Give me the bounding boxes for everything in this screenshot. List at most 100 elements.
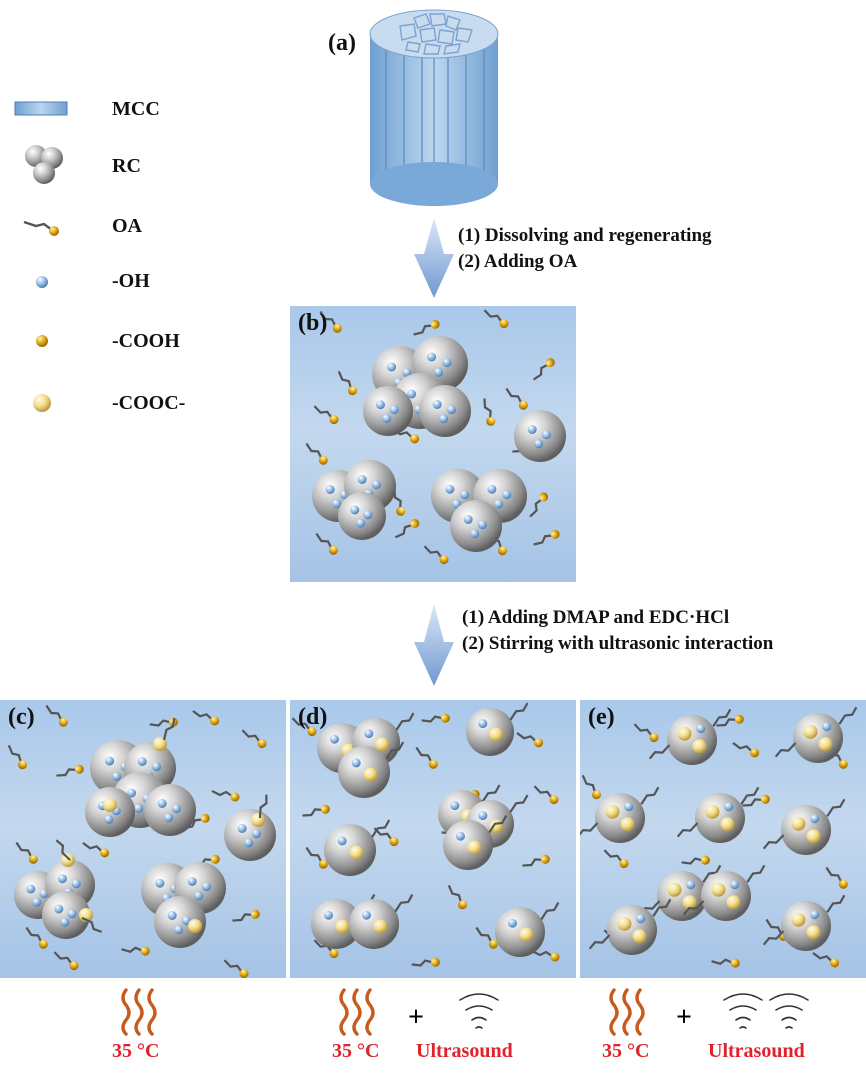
grafted-chain — [826, 798, 846, 817]
ester-group — [373, 919, 388, 934]
panel-e-scene — [580, 706, 858, 968]
ester-group — [682, 895, 697, 910]
oa-molecule — [505, 387, 528, 410]
ester-group — [711, 882, 726, 897]
rc-sphere — [667, 715, 717, 765]
ester-group — [349, 845, 364, 860]
oa-molecule — [313, 405, 339, 425]
hydroxyl-group — [447, 405, 456, 415]
step-2-line-2: (2) Stirring with ultrasonic interaction — [462, 633, 774, 654]
oa-molecule — [192, 710, 220, 726]
rc-sphere — [595, 793, 645, 843]
mcc-rod-icon — [14, 101, 68, 116]
hydroxyl-group — [439, 414, 449, 424]
oa-molecule — [82, 842, 110, 858]
oa-molecule — [681, 855, 710, 865]
process-arrow-1 — [414, 218, 454, 298]
ester-group — [335, 919, 350, 934]
hydroxyl-group — [330, 734, 339, 744]
ester-group — [726, 895, 741, 910]
rc-sphere — [695, 793, 745, 843]
oa-molecule — [603, 849, 629, 869]
panel-c-scene — [7, 704, 276, 978]
grafted-chain — [740, 786, 760, 805]
ester-group — [363, 767, 378, 782]
label-a: (a) — [328, 30, 356, 56]
grafted-chain — [394, 894, 414, 913]
panel-b-scene — [305, 309, 566, 565]
ultrasound-wave-icon-d — [459, 993, 499, 1029]
hydroxyl-group — [362, 910, 371, 920]
temperature-d: 35 °C — [332, 1040, 380, 1062]
plus-sign-e: + — [676, 1002, 692, 1033]
hydroxyl-group — [58, 874, 67, 884]
grafted-chain — [371, 819, 391, 838]
legend-label-mcc: MCC — [112, 98, 160, 120]
hydroxyl-group — [382, 414, 392, 423]
oa-molecule — [302, 804, 330, 817]
oa-molecule — [413, 319, 440, 336]
hydroxyl-group — [534, 439, 544, 449]
hydroxyl-group — [332, 499, 342, 509]
grafted-chain — [162, 718, 176, 741]
hydroxyl-group — [60, 917, 70, 927]
oa-molecule — [373, 827, 399, 847]
oa-molecule — [529, 492, 549, 518]
panel-e: (e) — [580, 700, 866, 978]
hydroxyl-group — [127, 788, 137, 798]
hydroxyl-group — [67, 909, 77, 919]
rc-sphere — [781, 805, 831, 855]
oa-molecule — [56, 764, 84, 777]
oa-molecule — [394, 518, 420, 539]
ester-group — [519, 927, 534, 942]
legend-label-cooh: -COOH — [112, 330, 180, 352]
oa-molecule — [211, 790, 240, 802]
step-1-line-1: (1) Dissolving and regenerating — [458, 225, 712, 246]
oa-molecule — [732, 742, 760, 758]
oa-molecule — [532, 358, 555, 381]
heat-icon-d — [339, 988, 375, 1036]
hydroxyl-group — [325, 485, 335, 494]
ester-group — [605, 804, 620, 819]
panel-b: (b) — [290, 306, 576, 582]
hydroxyl-group — [26, 884, 36, 894]
grafted-chain — [712, 708, 732, 727]
oa-molecule — [415, 746, 438, 769]
hydroxyl-group — [494, 499, 504, 509]
step-1-line-2: (2) Adding OA — [458, 251, 578, 272]
hydroxyl-group — [460, 490, 470, 500]
ester-group — [632, 929, 647, 944]
ester-group — [667, 882, 682, 897]
ester-group — [153, 737, 167, 751]
hydroxyl-group — [442, 358, 452, 368]
hydroxyl-group — [351, 758, 361, 768]
oa-molecule — [291, 717, 317, 737]
oa-molecule — [421, 713, 450, 723]
oa-molecule-icon — [23, 220, 59, 236]
ester-group — [791, 816, 806, 831]
label-b: (b) — [298, 310, 328, 336]
hydroxyl-group — [636, 914, 646, 924]
hydroxyl-group — [730, 880, 740, 890]
hydroxyl-group — [478, 719, 488, 729]
hydroxyl-group — [134, 803, 144, 813]
hydroxyl-group — [427, 352, 437, 362]
legend-label-rc: RC — [112, 155, 141, 177]
legend-label-oh: -OH — [112, 270, 150, 292]
grafted-chain — [640, 786, 660, 805]
oa-molecule — [531, 950, 560, 962]
rc-sphere — [419, 385, 471, 437]
ester-group — [489, 727, 503, 742]
ester-group — [375, 737, 389, 752]
ester-group — [705, 804, 720, 819]
oa-molecule — [742, 794, 770, 807]
ester-group — [818, 737, 833, 752]
ester-group — [188, 919, 202, 933]
ultrasound-label-e: Ultrasound — [708, 1040, 805, 1062]
grafted-chain — [509, 794, 529, 813]
hydroxyl-group — [202, 882, 211, 892]
hydroxyl-group — [478, 520, 487, 530]
hydroxyl-group — [456, 831, 465, 841]
ester-group — [803, 724, 818, 739]
process-arrow-2 — [414, 604, 454, 686]
